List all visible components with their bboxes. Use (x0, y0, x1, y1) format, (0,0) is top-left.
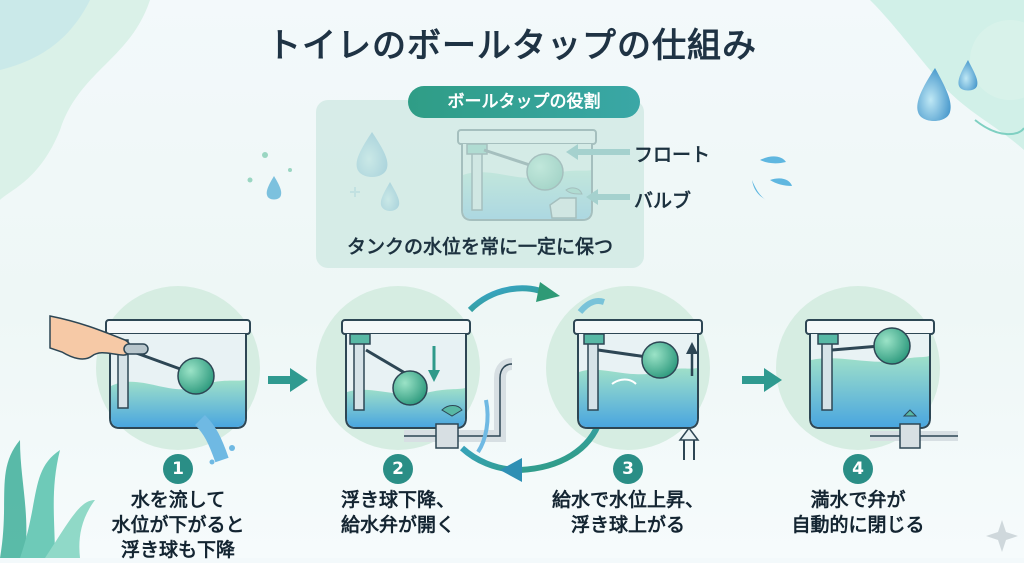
step-1-text: 水を流して 水位が下がると 浮き球も下降 (83, 488, 273, 563)
step-4-text: 満水で弁が 自動的に閉じる (763, 488, 953, 538)
cycle-arc-top-right (577, 298, 605, 315)
step-2-text: 浮き球下降、 給水弁が開く (303, 488, 493, 538)
cycle-arc-top (467, 285, 547, 313)
transition-arrow-1 (268, 368, 308, 392)
sparkle-icon (986, 520, 1018, 552)
page-title: トイレのボールタップの仕組み (267, 26, 757, 66)
step-1-number: 1 (163, 454, 193, 484)
role-caption: タンクの水位を常に一定に保つ (346, 236, 613, 258)
corner-swirl-right (974, 119, 1024, 136)
step-4-line-2: 自動的に閉じる (791, 514, 925, 536)
step-3-line-1: 給水で水位上昇、 (551, 489, 704, 511)
cycle-arc-bottom-head (500, 458, 522, 482)
step-3-line-2: 浮き球上がる (570, 514, 685, 536)
step-3-number: 3 (613, 454, 643, 484)
tank-3 (573, 319, 703, 460)
seaweed-decoration (0, 440, 95, 558)
tank-1 (49, 315, 251, 465)
float-label: フロート (634, 144, 711, 166)
step-1-line-2: 水位が下がると (111, 514, 245, 536)
cycle-arc-top-head (536, 282, 560, 302)
droplets-top-right (917, 60, 978, 121)
step-2-line-1: 浮き球下降、 (340, 489, 455, 511)
role-panel (316, 100, 644, 268)
step-4-line-1: 満水で弁が (810, 489, 906, 511)
step-4-number: 4 (843, 454, 873, 484)
corner-bubble-right (970, 20, 1024, 100)
transition-arrow-3 (742, 368, 782, 392)
step-2-line-2: 給水弁が開く (340, 514, 455, 536)
step-1-line-3: 浮き球も下降 (120, 539, 235, 561)
tank-4 (805, 319, 958, 449)
corner-blob-top-left-2 (0, 0, 90, 70)
tank-2 (341, 319, 513, 454)
step-2-number: 2 (383, 454, 413, 484)
valve-label: バルブ (634, 190, 692, 212)
role-badge: ボールタップの役割 (408, 86, 640, 118)
step-3-text: 給水で水位上昇、 浮き球上がる (533, 488, 723, 538)
splash-right (752, 156, 792, 200)
step-1-line-1: 水を流して (130, 489, 226, 511)
